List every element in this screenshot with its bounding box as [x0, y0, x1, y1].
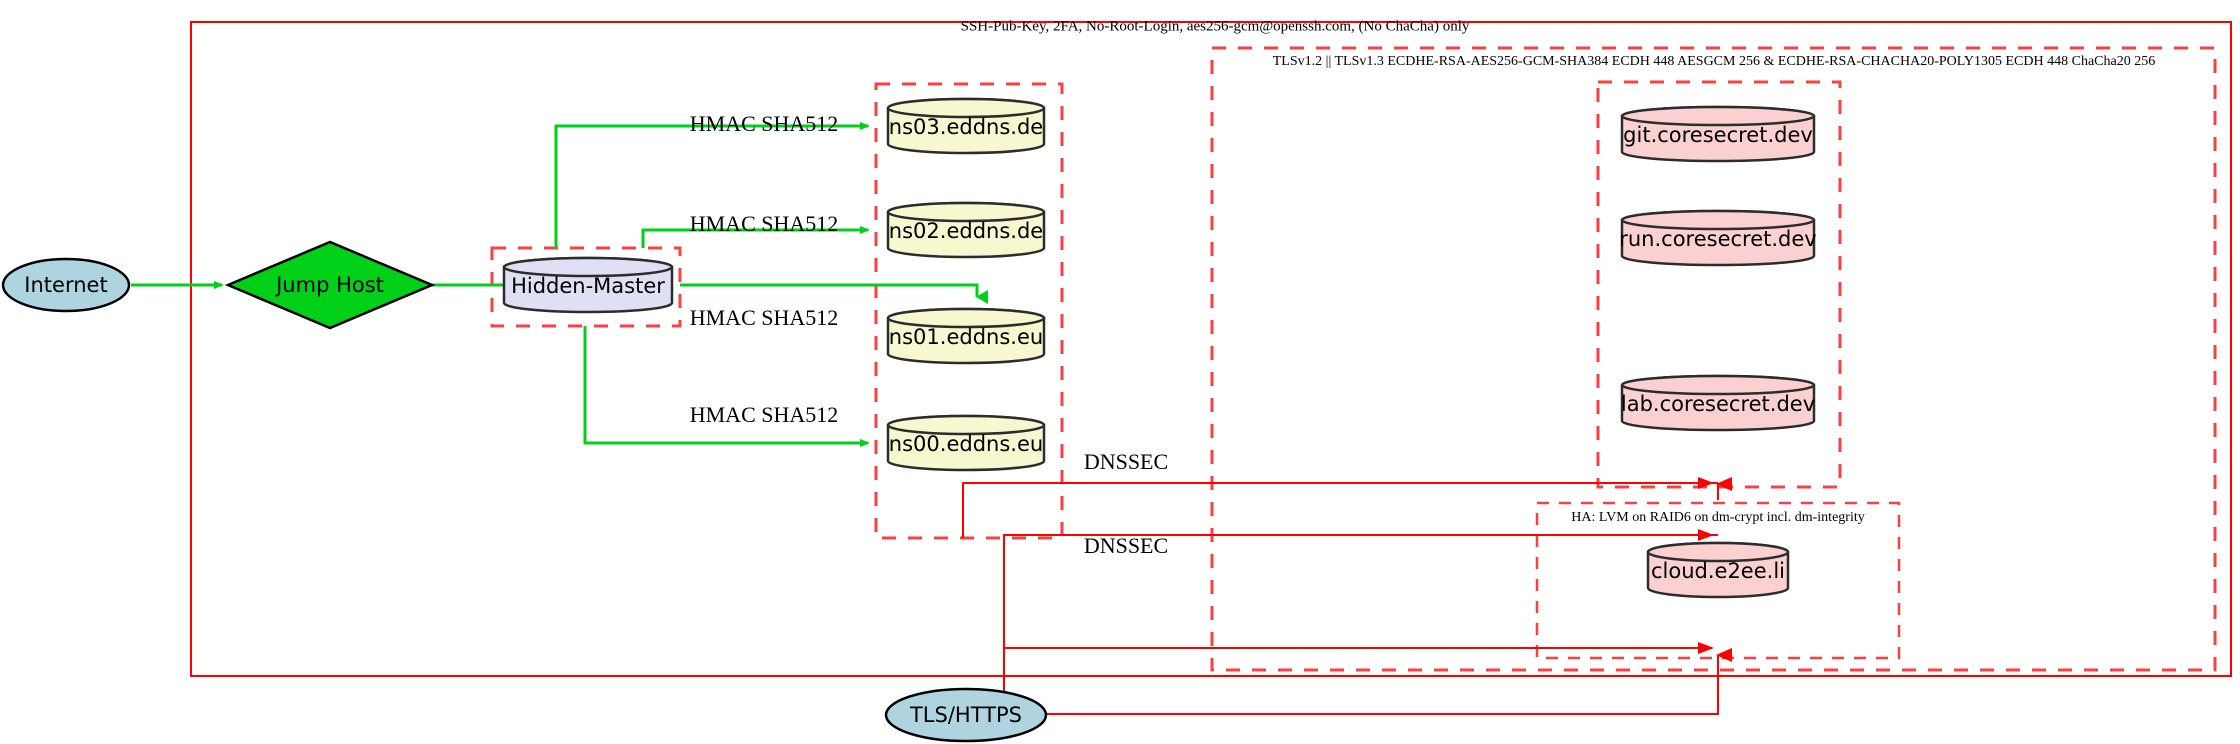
lab-cylinder-top [1620, 374, 1816, 396]
node-ns03[interactable]: ns03.eddns.de [886, 97, 1046, 155]
edge-dnssec-upper [962, 482, 1718, 538]
internet-ellipse [1, 257, 131, 313]
node-git-coresecret[interactable]: git.coresecret.dev [1620, 105, 1816, 163]
edge-tls-right-lead [1047, 700, 1719, 715]
cloud-cylinder-top [1646, 541, 1790, 563]
edge-master-to-ns02 [641, 226, 870, 248]
edge-label-hmac-ns02: HMAC SHA512 [690, 211, 839, 236]
node-ns02[interactable]: ns02.eddns.de [886, 201, 1046, 259]
node-tls-https[interactable]: TLS/HTTPS [884, 687, 1048, 743]
ns03-label: ns03.eddns.de [889, 115, 1043, 139]
tls-policy-label: TLSv1.2 || TLSv1.3 ECDHE-RSA-AES256-GCM-… [1273, 54, 2155, 69]
edge-label-hmac-ns03: HMAC SHA512 [690, 111, 839, 136]
jump-host-diamond [224, 240, 436, 330]
run-label: run.coresecret.dev [1619, 227, 1817, 251]
node-lab-coresecret[interactable]: lab.coresecret.dev [1620, 374, 1816, 432]
ns00-cylinder-top [886, 414, 1046, 436]
ns02-cylinder-top [886, 201, 1046, 223]
tls-policy-cluster [1210, 46, 2217, 672]
hidden-master-label: Hidden-Master [511, 274, 665, 298]
edge-master-to-ns01 [680, 283, 988, 304]
edge-label-hmac-ns00: HMAC SHA512 [690, 402, 839, 427]
edge-dnssec-lower [1003, 534, 1718, 700]
hidden-master-cylinder-top [502, 256, 674, 278]
node-cloud-e2ee[interactable]: cloud.e2ee.li [1646, 541, 1790, 599]
lab-label: lab.coresecret.dev [1621, 392, 1815, 416]
tls-https-ellipse [884, 687, 1048, 743]
dns-nameservers-cluster [874, 82, 1064, 540]
edge-master-to-ns00 [583, 326, 870, 447]
node-jump-host[interactable]: Jump Host [224, 240, 436, 330]
ns01-label: ns01.eddns.eu [889, 325, 1043, 349]
node-hidden-master[interactable]: Hidden-Master [502, 256, 674, 314]
ha-storage-label: HA: LVM on RAID6 on dm-crypt incl. dm-in… [1571, 510, 1864, 525]
ns01-cylinder-top [886, 307, 1046, 329]
node-run-coresecret[interactable]: run.coresecret.dev [1619, 209, 1817, 267]
ns03-cylinder-top [886, 97, 1046, 119]
ha-storage-cluster [1535, 501, 1901, 660]
cloud-label: cloud.e2ee.li [1651, 559, 1785, 583]
node-internet[interactable]: Internet [1, 257, 131, 313]
git-label: git.coresecret.dev [1623, 123, 1813, 147]
tls-https-label: TLS/HTTPS [909, 703, 1022, 727]
edge-label-dnssec-upper: DNSSEC [1084, 449, 1168, 474]
jump-host-label: Jump Host [274, 273, 384, 297]
ssh-policy-label: SSH-Pub-Key, 2FA, No-Root-Login, aes256-… [961, 18, 1470, 34]
ns00-label: ns00.eddns.eu [889, 432, 1043, 456]
internet-label: Internet [24, 273, 107, 297]
edge-master-to-ns03 [554, 122, 870, 248]
git-cylinder-top [1620, 105, 1816, 127]
ssh-policy-frame [190, 21, 2232, 677]
node-ns01[interactable]: ns01.eddns.eu [886, 307, 1046, 365]
node-ns00[interactable]: ns00.eddns.eu [886, 414, 1046, 472]
edge-label-dnssec-lower: DNSSEC [1084, 533, 1168, 558]
edge-label-hmac-ns01: HMAC SHA512 [690, 305, 839, 330]
run-cylinder-top [1620, 209, 1816, 231]
ns02-label: ns02.eddns.de [889, 219, 1043, 243]
